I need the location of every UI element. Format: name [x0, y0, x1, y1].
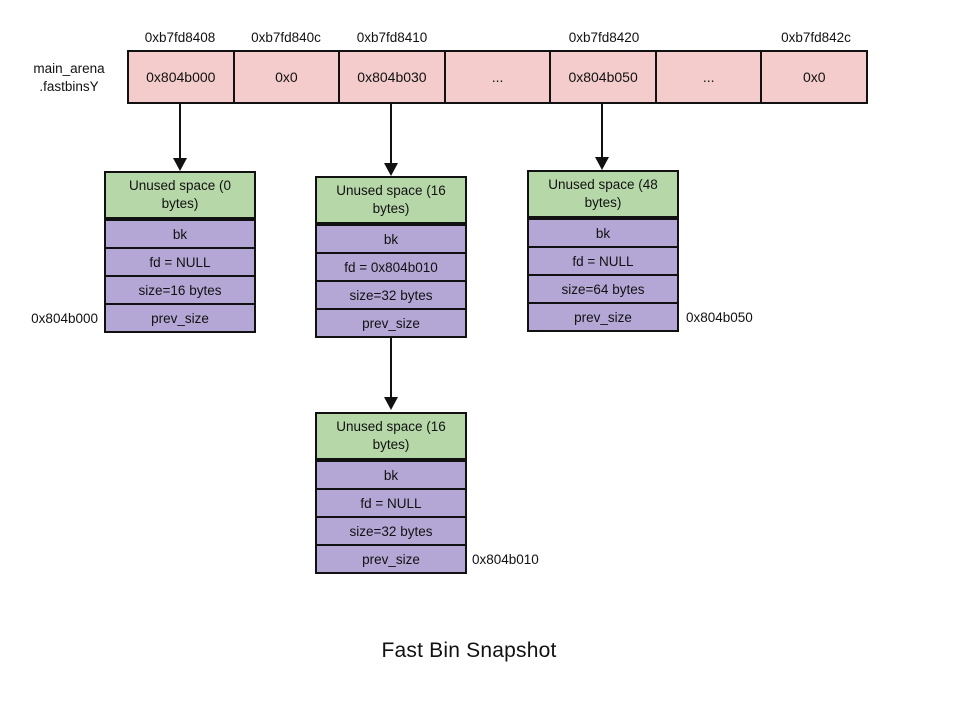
chunk-804b010-fd: fd = NULL — [315, 488, 467, 518]
arrow-head-icon — [384, 163, 398, 176]
chunk-804b010-size: size=32 bytes — [315, 516, 467, 546]
chunk-804b010-bk: bk — [315, 460, 467, 490]
main-arena-label: main_arena .fastbinsY — [14, 60, 124, 95]
chunk-804b000-unused-space: Unused space (0 bytes) — [104, 171, 256, 219]
fastbins-array: 0x804b000 0x0 0x804b030 ... 0x804b050 ..… — [127, 50, 868, 104]
address-label-0xb7fd840c: 0xb7fd840c — [251, 30, 321, 45]
address-label-0xb7fd8408: 0xb7fd8408 — [144, 30, 216, 45]
address-label-0xb7fd842c: 0xb7fd842c — [781, 30, 851, 45]
fastbin-cell-3: ... — [443, 52, 550, 102]
arrow-head-icon — [384, 397, 398, 410]
fastbin-cell-0: 0x804b000 — [146, 69, 216, 85]
chunk-804b000-size: size=16 bytes — [104, 275, 256, 305]
arrow-cell0-to-chunk-804b000 — [173, 104, 187, 171]
address-label-0xb7fd8420: 0xb7fd8420 — [568, 30, 640, 45]
chunk-804b000-prev-size: prev_size — [104, 303, 256, 333]
diagram-title: Fast Bin Snapshot — [381, 639, 557, 662]
chunk-804b050-address-label: 0x804b050 — [686, 310, 753, 325]
chunk-804b030-size: size=32 bytes — [315, 280, 467, 310]
arrow-chunk-804b030-to-chunk-804b010 — [384, 338, 398, 410]
fastbin-cell-1: 0x0 — [232, 52, 339, 102]
chunk-804b050-size: size=64 bytes — [527, 274, 679, 304]
arrow-shaft — [179, 104, 181, 160]
arrow-head-icon — [173, 158, 187, 171]
arrow-shaft — [390, 338, 392, 399]
chunk-804b010-prev-size: prev_size — [315, 544, 467, 574]
chunk-804b000-address-label: 0x804b000 — [31, 311, 98, 326]
chunk-804b010-unused-space: Unused space (16 bytes) — [315, 412, 467, 460]
fastbin-cell-4: 0x804b050 — [549, 52, 655, 102]
fastbin-cell-6: 0x0 — [760, 52, 866, 102]
chunk-804b000-bk: bk — [104, 219, 256, 249]
chunk-804b030: Unused space (16 bytes) bk fd = 0x804b01… — [315, 176, 467, 338]
chunk-804b030-fd: fd = 0x804b010 — [315, 252, 467, 282]
arrow-shaft — [390, 104, 392, 165]
arrow-cell4-to-chunk-804b050 — [595, 104, 609, 170]
arrow-head-icon — [595, 157, 609, 170]
chunk-804b030-unused-space: Unused space (16 bytes) — [315, 176, 467, 224]
main-arena-label-line2: .fastbinsY — [39, 78, 99, 94]
chunk-804b000-fd: fd = NULL — [104, 247, 256, 277]
chunk-804b010: Unused space (16 bytes) bk fd = NULL siz… — [315, 412, 467, 574]
chunk-804b030-bk: bk — [315, 224, 467, 254]
arrow-shaft — [601, 104, 603, 159]
chunk-804b050-prev-size: prev_size — [527, 302, 679, 332]
main-arena-label-line1: main_arena — [33, 61, 105, 76]
chunk-804b010-address-label: 0x804b010 — [472, 552, 539, 567]
arrow-cell2-to-chunk-804b030 — [384, 104, 398, 176]
chunk-804b030-prev-size: prev_size — [315, 308, 467, 338]
chunk-804b000: Unused space (0 bytes) bk fd = NULL size… — [104, 171, 256, 333]
fastbin-cell-2: 0x804b030 — [338, 52, 444, 102]
address-label-0xb7fd8410: 0xb7fd8410 — [356, 30, 428, 45]
fastbin-cell-5: ... — [654, 52, 761, 102]
chunk-804b050-fd: fd = NULL — [527, 246, 679, 276]
chunk-804b050-bk: bk — [527, 218, 679, 248]
chunk-804b050: Unused space (48 bytes) bk fd = NULL siz… — [527, 170, 679, 332]
chunk-804b050-unused-space: Unused space (48 bytes) — [527, 170, 679, 218]
